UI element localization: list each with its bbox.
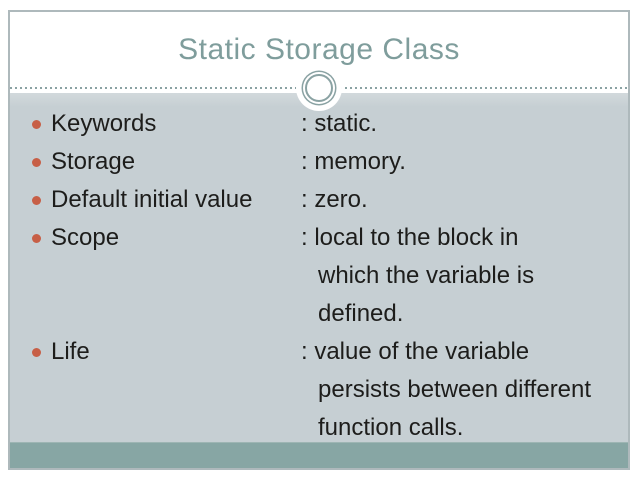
item-value: : static.	[301, 105, 628, 143]
bullet-icon	[32, 196, 41, 205]
item-label: Life	[51, 338, 90, 365]
item-value: : value of the variable persists between …	[301, 333, 628, 443]
bullet-icon	[32, 120, 41, 129]
slide-title: Static Storage Class	[178, 33, 460, 66]
bullet-icon	[32, 348, 41, 357]
item-label: Default initial value	[51, 186, 253, 213]
item-label: Keywords	[51, 110, 157, 137]
item-value-continuation: persists between different	[318, 376, 592, 403]
item-value-line: : memory.	[301, 148, 406, 175]
item-value-continuation: function calls.	[318, 414, 464, 441]
bullet-list: Keywords : static. Storage : memory. Default…	[10, 93, 628, 443]
item-value-line: : value of the variable	[301, 338, 530, 365]
slide-frame: Static Storage Class Keywords : static. St…	[8, 10, 630, 470]
item-value: : zero.	[301, 181, 628, 219]
item-value-line: : local to the block in	[301, 224, 519, 251]
list-item: Keywords : static.	[32, 105, 628, 143]
bullet-icon	[32, 158, 41, 167]
item-value-line: : static.	[301, 110, 378, 137]
list-item: Life : value of the variable persists betw…	[32, 333, 628, 443]
item-value: : local to the block in which the variabl…	[301, 219, 628, 333]
list-item: Storage : memory.	[32, 143, 628, 181]
list-item: Scope : local to the block in which the va…	[32, 219, 628, 333]
double-circle-ornament-icon	[305, 74, 333, 102]
bullet-icon	[32, 234, 41, 243]
list-item: Default initial value : zero.	[32, 181, 628, 219]
item-value-continuation: defined.	[318, 300, 404, 327]
item-value-continuation: which the variable is	[318, 262, 535, 289]
item-value: : memory.	[301, 143, 628, 181]
item-value-line: : zero.	[301, 186, 368, 213]
footer-accent-bar	[10, 442, 628, 468]
item-label: Scope	[51, 224, 120, 251]
item-label: Storage	[51, 148, 136, 175]
